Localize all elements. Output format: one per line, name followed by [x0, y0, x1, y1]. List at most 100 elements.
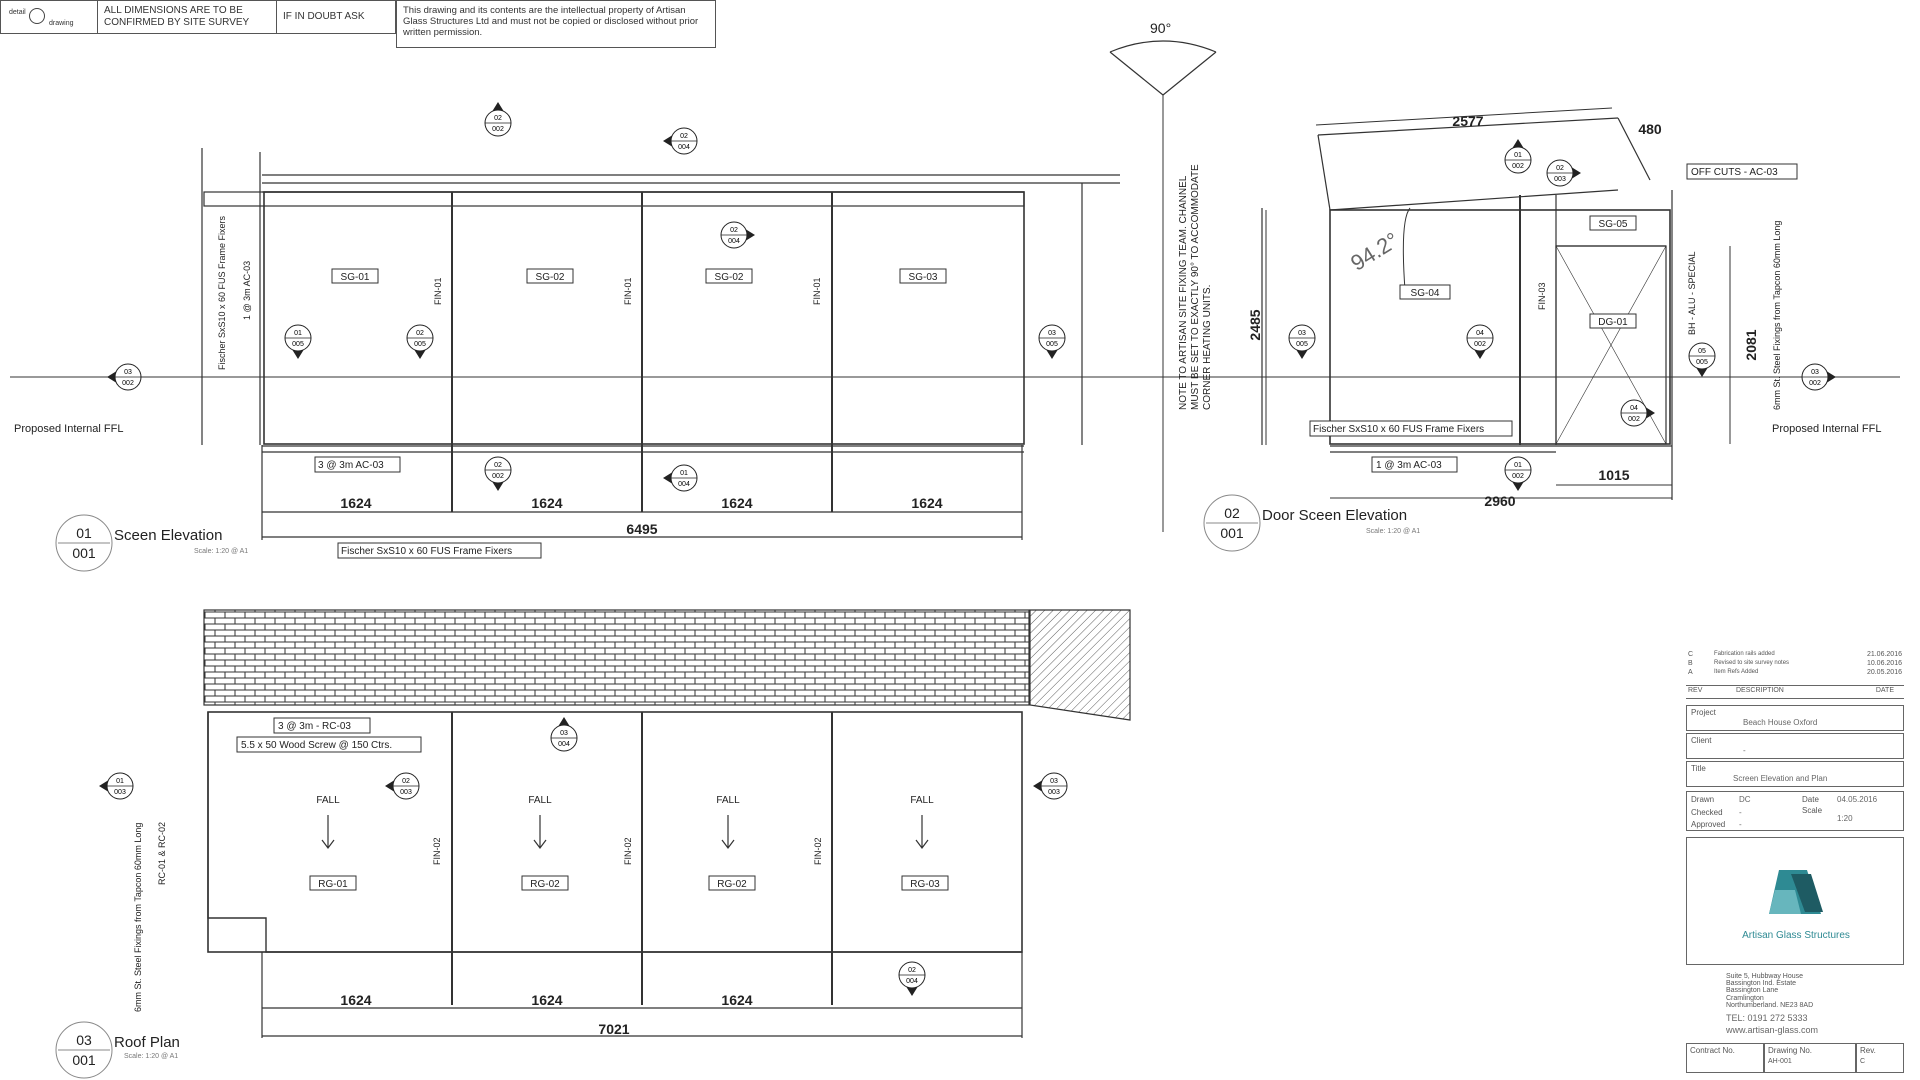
date-label: Date: [1802, 795, 1819, 804]
address-line-2: Bassington Ind. Estate: [1726, 980, 1797, 987]
rev-date: 21.06.2016: [1866, 651, 1902, 658]
angle-942-label: 94.2°: [1346, 227, 1403, 276]
drawing-no-cell: Drawing No. AH-001: [1764, 1043, 1856, 1073]
section-marker-top: 01: [1514, 152, 1522, 159]
angle-ray-2: [1162, 51, 1217, 96]
view-num-screen-top: 01: [76, 525, 92, 541]
logo-top-text: detail: [9, 9, 26, 16]
section-marker: 02 004: [663, 127, 698, 155]
roof-bay-dim-1: 1624: [340, 992, 371, 1008]
view-num-screen-bottom: 001: [72, 545, 96, 561]
door-dim-top-right-text: 480: [1638, 121, 1662, 137]
angle-ray-1: [1109, 51, 1164, 96]
fin-label-3: FIN-01: [812, 277, 822, 305]
fin-label-2: FIN-01: [623, 277, 633, 305]
fall-label-3: FALL: [716, 795, 740, 806]
section-marker-bottom: 003: [114, 789, 126, 796]
door-tag-ac: 1 @ 3m AC-03: [1376, 460, 1442, 471]
section-marker: 02 005: [406, 324, 434, 359]
fall-arrow-4: [915, 815, 929, 849]
view-title-roof: 03 001 Roof Plan Scale: 1:20 @ A1: [55, 1021, 180, 1079]
view-scale-door: Scale: 1:20 @ A1: [1366, 528, 1420, 535]
view-title-screen-text: Sceen Elevation: [114, 527, 222, 544]
section-marker-top: 02: [416, 330, 424, 337]
door-dim-top: [1315, 107, 1613, 126]
screen-vtext-ac: 1 @ 3m AC-03: [242, 261, 252, 320]
drawing-value: AH-001: [1768, 1058, 1792, 1065]
address-line-1: Suite 5, Hubbway House: [1726, 973, 1804, 980]
date-header: DATE: [1875, 687, 1894, 694]
door-tag-offcuts: OFF CUTS - AC-03: [1691, 167, 1778, 178]
section-marker-top: 02: [402, 778, 410, 785]
scale-label: Scale: [1802, 806, 1823, 815]
section-marker-top: 03: [1298, 330, 1306, 337]
section-marker-bottom: 004: [728, 238, 740, 245]
rev-label: Rev.: [1860, 1046, 1876, 1055]
angle-90-label: 90°: [1150, 20, 1171, 36]
bay-dim-4: 1624: [911, 495, 942, 511]
section-marker-bottom: 003: [400, 789, 412, 796]
section-marker-top: 03: [560, 730, 568, 737]
rev-code: C: [1688, 651, 1694, 658]
survey-note-text: ALL DIMENSIONS ARE TO BE CONFIRMED BY SI…: [104, 5, 250, 28]
door-sloped-top: [1317, 117, 1619, 136]
rev-cell: Rev. C: [1856, 1043, 1904, 1073]
client-label: Client: [1691, 736, 1712, 745]
section-marker-bottom: 002: [1474, 341, 1486, 348]
date-value: 04.05.2016: [1837, 795, 1878, 804]
section-marker-bottom: 002: [122, 380, 134, 387]
panel-label-rg01: RG-01: [318, 879, 348, 890]
roof-fin-label-2: FIN-02: [623, 837, 633, 865]
section-marker-bottom: 004: [678, 144, 690, 151]
view-num-door-top: 02: [1224, 505, 1240, 521]
ffl-label-right: Proposed Internal FFL: [1772, 423, 1881, 435]
roof-bay-dim-3: 1624: [721, 992, 752, 1008]
project-cell: Project Beach House Oxford: [1686, 705, 1904, 731]
section-marker-top: 02: [494, 462, 502, 469]
revision-row-c: C Fabrication rails added 21.06.2016: [1686, 651, 1904, 661]
door-dim-height-text: 2485: [1247, 309, 1263, 340]
roof-step: [207, 712, 1022, 953]
door-vtext-tapcon: 6mm St. Steel Fixings from Tapcon 60mm L…: [1772, 221, 1782, 410]
screen-tag-ac: 3 @ 3m AC-03: [318, 460, 384, 471]
panel-label-sg02-b: SG-02: [715, 272, 744, 283]
section-marker-top: 05: [1698, 348, 1706, 355]
view-title-door: 02 001 Door Sceen Elevation Scale: 1:20 …: [1203, 494, 1420, 552]
ffl-label-left: Proposed Internal FFL: [14, 423, 123, 435]
rev-desc: Revised to site survey notes: [1714, 660, 1790, 666]
view-num-door-bottom: 001: [1220, 525, 1244, 541]
roof-vtext-tapcon: 6mm St. Steel Fixings from Tapcon 60mm L…: [133, 823, 143, 1012]
section-marker-bottom: 005: [292, 341, 304, 348]
drawn-value: DC: [1739, 795, 1751, 804]
section-marker-top: 03: [1048, 330, 1056, 337]
panel-label-dg01: DG-01: [1598, 317, 1628, 328]
vertical-note-line-1: NOTE TO ARTISAN SITE FIXING TEAM. CHANNE…: [1178, 175, 1189, 410]
fall-arrow-1: [321, 815, 335, 849]
title-label: Title: [1691, 764, 1706, 773]
web: www.artisan-glass.com: [1726, 1025, 1819, 1035]
section-marker-top: 01: [680, 470, 688, 477]
section-marker-top: 02: [680, 133, 688, 140]
section-marker-bottom: 005: [414, 341, 426, 348]
address-line-3: Bassington Lane: [1726, 987, 1779, 994]
door-diag-2: [1555, 245, 1667, 445]
bay-dim-3: 1624: [721, 495, 752, 511]
doubt-note: IF IN DOUBT ASK: [276, 0, 396, 34]
title-value: Screen Elevation and Plan: [1733, 774, 1828, 783]
panel-label-rg03: RG-03: [910, 879, 940, 890]
panel-label-sg05: SG-05: [1599, 219, 1628, 230]
panel-label-sg01: SG-01: [341, 272, 370, 283]
section-marker-top: 04: [1476, 330, 1484, 337]
scale-value: 1:20: [1837, 814, 1853, 823]
panel-label-sg02-a: SG-02: [536, 272, 565, 283]
